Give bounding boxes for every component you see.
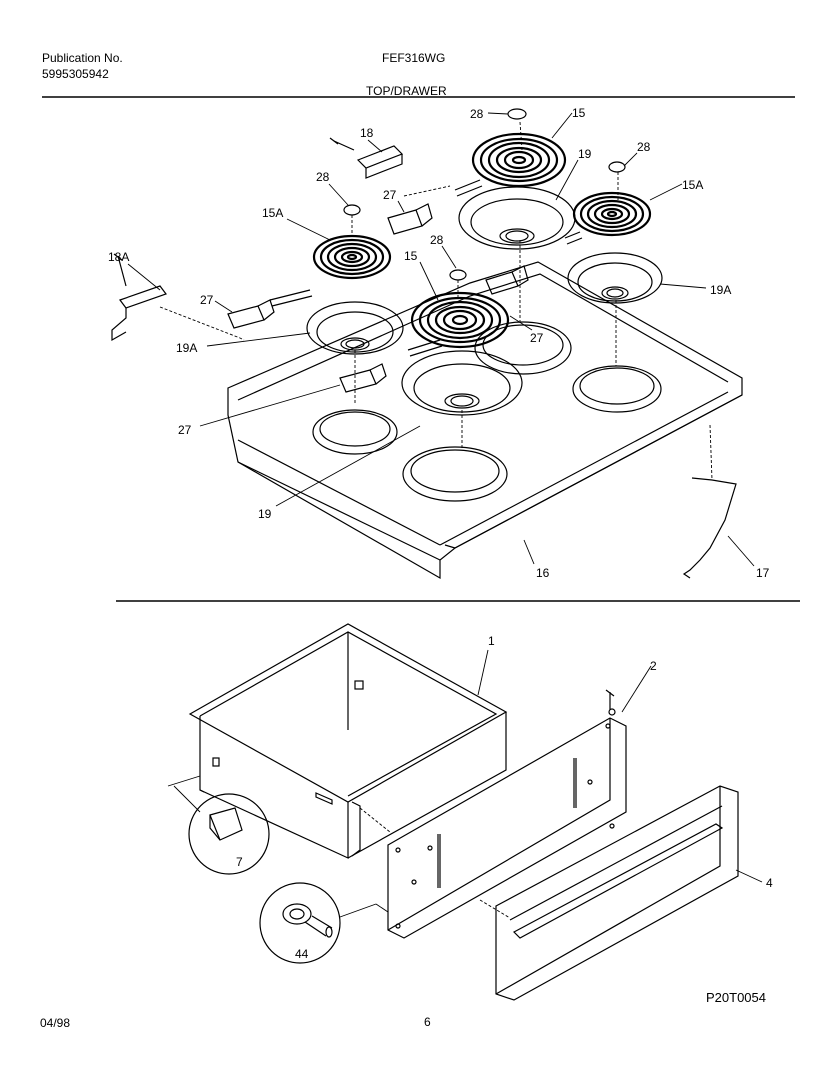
callout-19-rear: 19: [578, 147, 592, 161]
receptacle-27-front: [339, 363, 387, 393]
cap-28-center: [449, 269, 467, 281]
callout-15a-left: 15A: [262, 206, 283, 220]
drawing-id: P20T0054: [706, 990, 766, 1005]
section-title: TOP/DRAWER: [366, 84, 447, 98]
element-terminals: [269, 179, 583, 357]
callouts-top: 18 28 15 19 28 15A 28 27 15A 18A 28 15 2…: [108, 106, 770, 580]
cap-28-left: [343, 204, 361, 216]
drawer-panel-2: [387, 689, 627, 939]
callout-17: 17: [756, 566, 770, 580]
leader-lines-drawer: [167, 649, 763, 919]
bracket-18: [329, 137, 404, 179]
receptacle-27-right: [485, 265, 529, 295]
callouts-drawer: 1 2 7 4 44: [236, 634, 773, 961]
cap-28-top: [507, 108, 527, 120]
callout-7: 7: [236, 855, 243, 869]
callout-28-top: 28: [470, 107, 484, 121]
surface-element-15a-right: [572, 191, 652, 237]
callout-27-rear: 27: [383, 188, 397, 202]
surface-element-15-front: [410, 291, 510, 349]
stop-detail-44: [259, 882, 341, 964]
receptacle-27-rear: [387, 203, 433, 235]
drawer-front-4: [495, 785, 739, 1001]
callout-18: 18: [360, 126, 374, 140]
callout-28-left: 28: [316, 170, 330, 184]
callout-27-left: 27: [200, 293, 214, 307]
footer-page-number: 6: [424, 1015, 431, 1029]
callout-19a-left: 19A: [176, 341, 197, 355]
callout-15-rear: 15: [572, 106, 586, 120]
callout-16: 16: [536, 566, 550, 580]
bracket-18a: [111, 253, 167, 342]
drip-bowl-19a-left: [306, 301, 404, 355]
callout-4: 4: [766, 876, 773, 890]
callout-44: 44: [295, 947, 309, 961]
model-number: FEF316WG: [382, 51, 446, 65]
callout-28-center: 28: [430, 233, 444, 247]
drip-bowl-19-front: [401, 350, 523, 416]
publication-label: Publication No.: [42, 51, 123, 65]
callout-27-front: 27: [178, 423, 192, 437]
wire-harness-17: [682, 477, 737, 579]
drawer-body: [188, 623, 508, 859]
callout-28-right: 28: [637, 140, 651, 154]
callout-2: 2: [650, 659, 657, 673]
surface-element-15-rear: [471, 132, 567, 188]
callout-18a: 18A: [108, 250, 129, 264]
glide-detail-7: [188, 793, 270, 875]
callout-19-front: 19: [258, 507, 272, 521]
surface-element-15a-left: [312, 234, 392, 280]
callout-15-front: 15: [404, 249, 418, 263]
drip-bowl-19a-right: [567, 252, 663, 304]
callout-15a-right: 15A: [682, 178, 703, 192]
cap-28-right: [608, 161, 626, 173]
callout-27-right: 27: [530, 331, 544, 345]
publication-number: 5995305942: [42, 67, 109, 81]
receptacle-27-left: [227, 299, 275, 329]
footer-date: 04/98: [40, 1016, 71, 1030]
leader-lines-top: [127, 112, 755, 567]
callout-19a-right: 19A: [710, 283, 731, 297]
callout-1: 1: [488, 634, 495, 648]
